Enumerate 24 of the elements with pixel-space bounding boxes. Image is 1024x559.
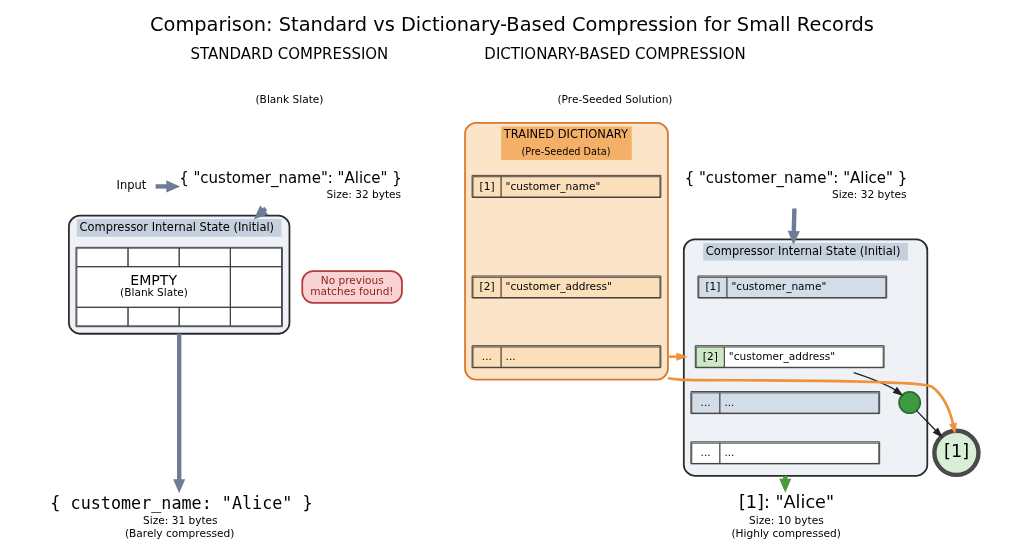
arrow [787, 208, 800, 245]
node-text: { "customer_name": "Alice" } [179, 169, 402, 188]
node-text: { customer_name: "Alice" } [50, 492, 313, 513]
label: (Pre-Seeded Solution) [557, 92, 673, 105]
node-circle [898, 391, 922, 415]
arrow [915, 409, 943, 438]
node-label: Size: 31 bytes [143, 513, 218, 526]
arrow [667, 376, 957, 435]
label: (Blank Slate) [255, 92, 324, 105]
node-text: [1]: "Alice" [738, 492, 835, 513]
arrow [667, 352, 688, 361]
arrow [173, 333, 186, 494]
label: DICTIONARY-BASED COMPRESSION [484, 45, 746, 64]
node-text: Input [116, 178, 147, 193]
arrow [853, 371, 904, 397]
node-label: (Highly compressed) [731, 527, 841, 540]
node-text: { "customer_name": "Alice" } [684, 169, 908, 188]
node-label: Size: 32 bytes [832, 188, 907, 201]
node-label: Size: 10 bytes [749, 513, 824, 526]
node-label: Size: 32 bytes [326, 188, 402, 201]
diagram-title: Comparison: Standard vs Dictionary-Based Compression for Small Records [150, 12, 874, 36]
label: STANDARD COMPRESSION [190, 45, 389, 64]
node-box: No previous matches found! [301, 270, 403, 304]
node-label: (Barely compressed) [124, 527, 235, 540]
